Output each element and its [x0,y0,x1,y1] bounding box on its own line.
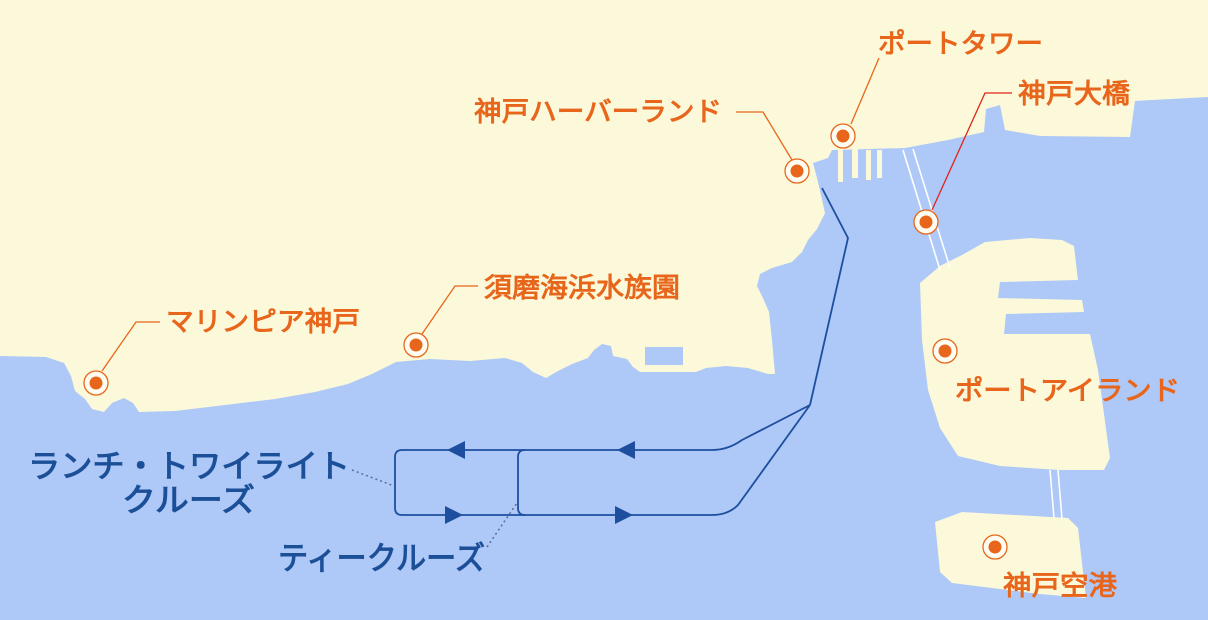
kobe-bridge-leader [931,92,1012,211]
kobe-airport-island [935,512,1086,598]
label-suma-aquarium: 須磨海浜水族園 [484,272,680,304]
label-harborland: 神戸ハーバーランド [474,97,722,128]
bridge-line [1057,469,1063,520]
marine-pia-leader [101,321,160,372]
label-port-island: ポートアイランド [955,376,1180,407]
marker-dot [836,129,850,143]
triangle-arrow-icon [445,506,463,524]
pier [866,150,871,180]
harbor-basin [645,347,683,365]
label-kobe-bridge: 神戸大橋 [1018,79,1131,110]
label-port-tower: ポートタワー [878,29,1043,60]
marker-dot [919,215,933,229]
pier [838,148,843,182]
marker-dot [790,164,804,178]
suma-aquarium-leader [421,285,478,335]
port-island [920,238,1110,470]
triangle-arrow-icon [617,441,635,459]
sea-area [0,97,1208,620]
tea-cruise-turn [517,449,526,516]
label-kobe-airport: 神戸空港 [1003,570,1118,602]
location-marker-icon [403,332,429,358]
location-marker-icon [913,209,939,235]
port-tower-leader [850,57,880,125]
marker-dot [988,540,1002,554]
harborland-leader [736,111,793,161]
cruise-route-loop [394,404,811,516]
airport-connector-bridge [1049,469,1063,520]
location-marker-icon [932,338,958,364]
bridge-line [912,148,951,269]
cruise-label-lunch-twilight-line1: ランチ・トワイライト [28,447,350,485]
triangle-arrow-icon [615,506,633,524]
location-marker-icon [830,123,856,149]
location-marker-icon [83,370,109,396]
marker-dot [409,338,423,352]
tea-cruise-leader [486,502,518,548]
bridge-line [902,149,941,271]
marker-dot [89,376,103,390]
kobe-bridge [902,148,951,271]
marker-dot [938,344,952,358]
triangle-arrow-icon [447,441,465,459]
location-marker-icon [784,158,810,184]
cruise-route-trunk [809,187,849,406]
pier [877,150,882,178]
bridge-line [1049,469,1055,519]
location-marker-icon [982,534,1008,560]
cruise-label-tea: ティークルーズ [278,539,485,577]
label-marine-pia: マリンピア神戸 [166,307,360,338]
pier [852,148,858,178]
cruise-label-lunch-twilight-line2: クルーズ [122,481,255,519]
